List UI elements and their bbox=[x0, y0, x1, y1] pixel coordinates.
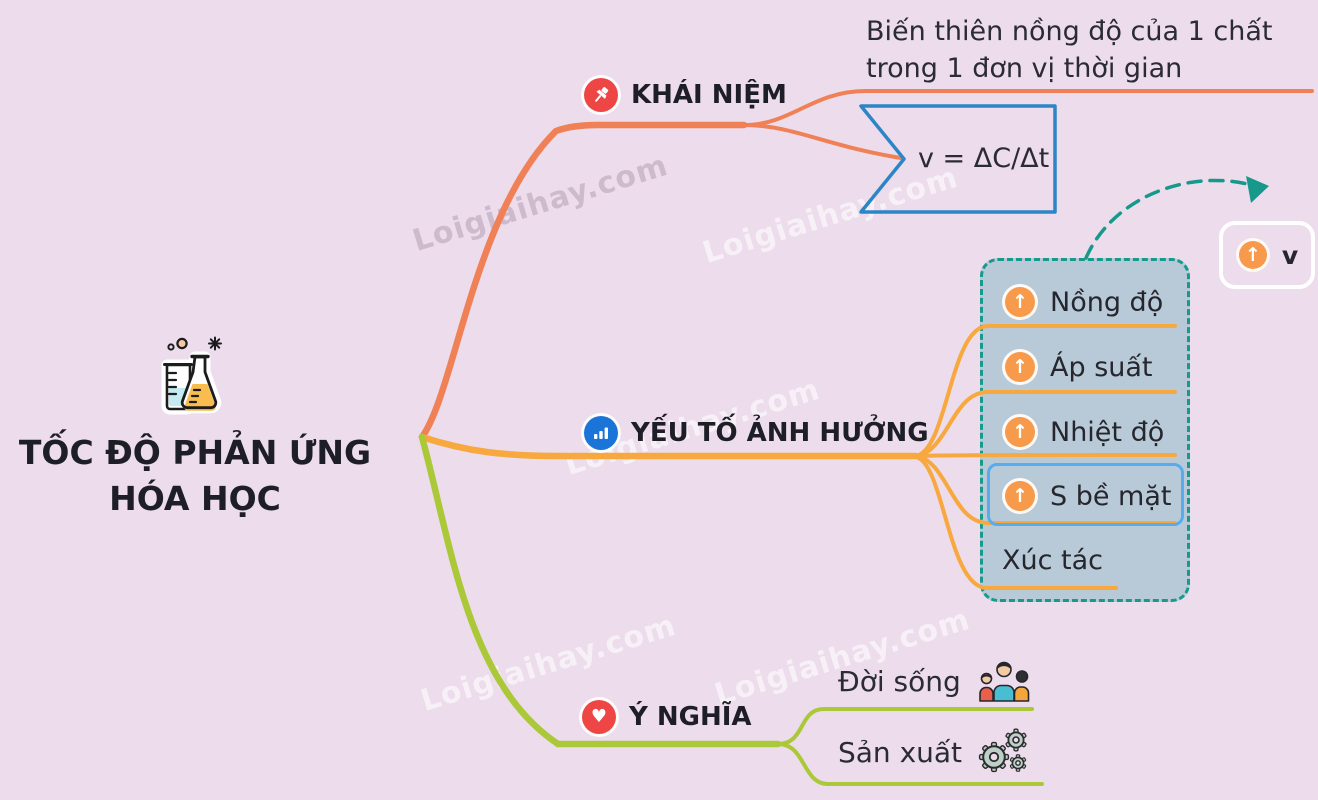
factor-ap-suat: ↑ Áp suất bbox=[1002, 349, 1153, 385]
chemistry-flasks-icon bbox=[161, 336, 222, 415]
factor-label: Xúc tác bbox=[1002, 545, 1104, 576]
definition-text: Biến thiên nồng độ của 1 chất trong 1 đơ… bbox=[866, 14, 1318, 87]
factor-label: S bề mặt bbox=[1050, 480, 1172, 512]
root-node-title: TỐC ĐỘ PHẢN ỨNG HÓA HỌC bbox=[6, 430, 384, 521]
up-arrow-icon: ↑ bbox=[1002, 414, 1038, 450]
up-arrow-icon: ↑ bbox=[1002, 284, 1038, 320]
gears-icon bbox=[978, 728, 1027, 773]
up-arrow-icon: ↑ bbox=[1235, 238, 1270, 272]
app-label: Đời sống bbox=[838, 664, 961, 698]
factor-label: Áp suất bbox=[1050, 351, 1153, 383]
definition-line1: Biến thiên nồng độ của 1 chất bbox=[866, 16, 1273, 47]
node-y-nghia: ♥ Ý NGHĨA bbox=[582, 700, 752, 734]
khai-niem-label: KHÁI NIỆM bbox=[631, 80, 787, 110]
factor-label: Nhiệt độ bbox=[1050, 416, 1165, 448]
people-icon bbox=[978, 661, 1030, 702]
factor-nong-do: ↑ Nồng độ bbox=[1002, 284, 1163, 320]
app-san-xuat: Sản xuất bbox=[838, 726, 1030, 778]
node-yeu-to: YẾU TỐ ẢNH HƯỞNG bbox=[584, 416, 929, 450]
heart-glyph: ♥ bbox=[590, 705, 608, 727]
factor-nhiet-do: ↑ Nhiệt độ bbox=[1002, 414, 1164, 450]
y-nghia-label: Ý NGHĨA bbox=[629, 702, 752, 732]
up-arrow-icon: ↑ bbox=[1002, 349, 1038, 385]
formula-text: v = ΔC/Δt bbox=[918, 143, 1050, 174]
factor-s-be-mat: ↑ S bề mặt bbox=[1002, 478, 1172, 514]
up-arrow-icon: ↑ bbox=[1002, 478, 1038, 514]
factor-xuc-tac: Xúc tác bbox=[1002, 545, 1103, 576]
v-result-label: v bbox=[1281, 240, 1299, 270]
yeu-to-label: YẾU TỐ ẢNH HƯỞNG bbox=[631, 418, 929, 448]
root-title-line2: HÓA HỌC bbox=[109, 478, 281, 518]
factor-label: Nồng độ bbox=[1050, 286, 1164, 318]
pin-icon bbox=[584, 78, 618, 112]
node-khai-niem: KHÁI NIỆM bbox=[584, 78, 787, 112]
app-doi-song: Đời sống bbox=[838, 660, 1031, 702]
definition-line2: trong 1 đơn vị thời gian bbox=[866, 52, 1183, 84]
watermark: Loigiaihay.com bbox=[408, 148, 673, 259]
node-v-result: ↑ v bbox=[1219, 221, 1315, 289]
app-label: Sản xuất bbox=[838, 735, 963, 769]
heart-icon: ♥ bbox=[582, 700, 616, 734]
bar-chart-icon bbox=[584, 416, 618, 450]
root-title-line1: TỐC ĐỘ PHẢN ỨNG bbox=[18, 433, 372, 472]
watermark: Loigiaihay.com bbox=[698, 160, 963, 271]
